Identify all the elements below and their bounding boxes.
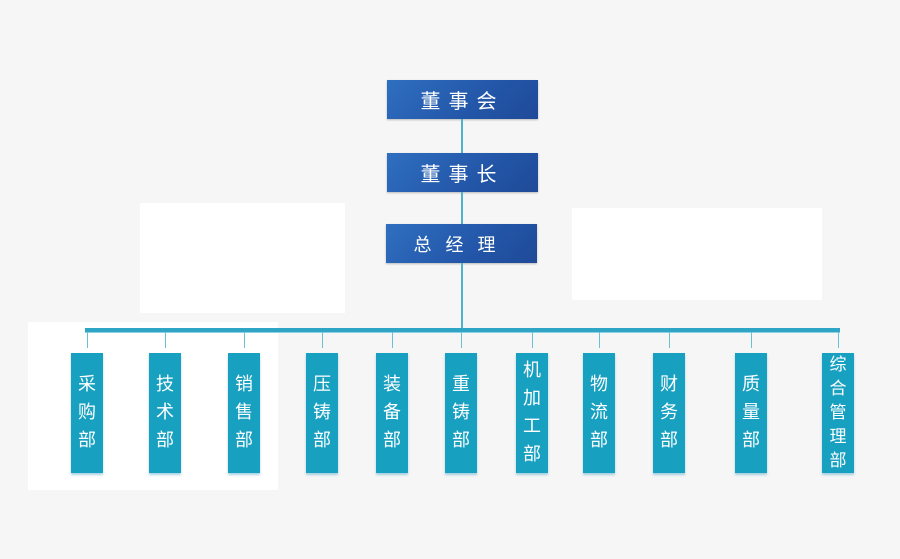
board-of-directors-box: 董事会 — [387, 80, 538, 119]
department-box-equipment: 装备部 — [376, 353, 408, 473]
department-box-recasting: 重铸部 — [445, 353, 477, 473]
department-connector-tick — [532, 332, 533, 348]
department-box-finance: 财务部 — [653, 353, 685, 473]
department-label: 机加工部 — [523, 360, 541, 465]
connector-line — [461, 119, 463, 153]
department-connector-tick — [669, 332, 670, 348]
department-box-machining: 机加工部 — [516, 353, 548, 473]
general-manager-label: 总经理 — [413, 234, 510, 256]
department-connector-tick — [838, 332, 839, 348]
department-connector-tick — [599, 332, 600, 348]
department-label: 综合管理部 — [829, 355, 847, 471]
department-box-quality: 质量部 — [735, 353, 767, 473]
department-label: 销售部 — [235, 374, 253, 451]
department-label: 物流部 — [590, 374, 608, 451]
department-label: 质量部 — [742, 374, 760, 451]
connector-line — [461, 192, 463, 224]
connector-line — [461, 263, 463, 329]
department-label: 财务部 — [660, 374, 678, 451]
department-label: 装备部 — [383, 374, 401, 451]
department-connector-tick — [87, 332, 88, 348]
department-label: 重铸部 — [452, 374, 470, 451]
department-connector-tick — [165, 332, 166, 348]
department-label: 技术部 — [156, 374, 174, 451]
general-manager-box: 总经理 — [386, 224, 537, 263]
background-patch — [140, 203, 345, 313]
background-patch — [572, 208, 822, 300]
department-connector-tick — [322, 332, 323, 348]
department-box-die-casting: 压铸部 — [306, 353, 338, 473]
board-label: 董事会 — [420, 89, 505, 113]
department-box-sales: 销售部 — [228, 353, 260, 473]
department-box-general-management: 综合管理部 — [822, 353, 854, 473]
department-connector-tick — [392, 332, 393, 348]
department-connector-tick — [751, 332, 752, 348]
chairman-label: 董事长 — [420, 162, 505, 186]
department-connector-tick — [244, 332, 245, 348]
department-box-technology: 技术部 — [149, 353, 181, 473]
chairman-box: 董事长 — [387, 153, 538, 192]
department-box-logistics: 物流部 — [583, 353, 615, 473]
department-box-purchasing: 采购部 — [71, 353, 103, 473]
department-connector-tick — [461, 332, 462, 348]
department-label: 压铸部 — [313, 374, 331, 451]
department-connector-bar — [85, 328, 840, 333]
department-label: 采购部 — [78, 374, 96, 451]
